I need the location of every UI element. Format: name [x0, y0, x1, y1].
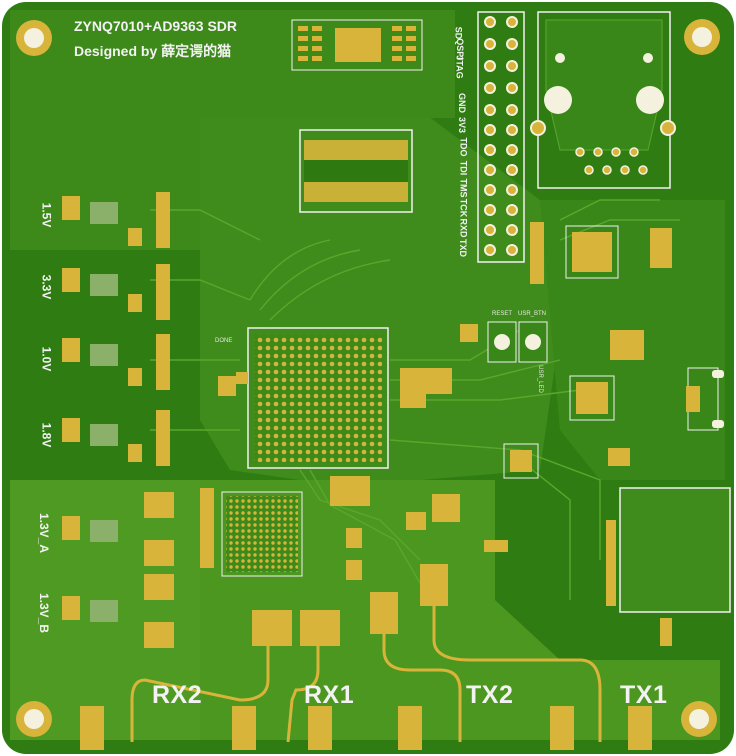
qspi-flash — [291, 19, 423, 71]
power-regulators — [62, 196, 174, 648]
passive-columns — [128, 192, 672, 568]
pin-3v3: 3V3 — [457, 116, 468, 134]
clock-qfn — [503, 443, 539, 479]
rail-label-1v0: 1.0V — [39, 346, 54, 372]
pin-gnd: GND — [457, 93, 467, 113]
pin-rxd: RXD — [458, 218, 469, 238]
usr-led-label: USR_LED — [536, 365, 543, 393]
rail-label-1v5: 1.5V — [39, 202, 54, 228]
micro-usb-connector — [686, 367, 724, 431]
user-button-label: USR_BTN — [518, 311, 547, 317]
pin-tdo: TDO — [458, 137, 469, 157]
pin-tck: TCK — [458, 198, 469, 218]
usb-phy-qfn — [569, 375, 615, 421]
rf-traces — [130, 590, 602, 743]
push-buttons — [487, 321, 548, 363]
label-jtag: JTAG — [454, 55, 465, 79]
designer-credit: Designed by 薛定谔的猫 — [74, 43, 232, 59]
rail-label-3v3: 3.3V — [39, 274, 54, 300]
rail-label-1v3a: 1.3V_A — [37, 512, 52, 554]
eth-phy-qfn — [565, 225, 619, 279]
board-title: ZYNQ7010+AD9363 SDR — [74, 18, 238, 34]
ad9363-bga — [221, 491, 303, 577]
rail-label-1v8: 1.8V — [39, 422, 54, 448]
misc-pads — [218, 324, 644, 580]
sd-card-slot — [606, 487, 731, 646]
rj45-connector — [530, 11, 676, 189]
rf-port-tx2: TX2 — [466, 681, 514, 709]
rf-port-rx2: RX2 — [152, 681, 203, 709]
rf-port-rx1: RX1 — [304, 681, 355, 709]
board-connector — [299, 129, 413, 213]
pin-txd: TXD — [458, 239, 468, 257]
zynq-bga — [247, 327, 389, 469]
rf-port-tx1: TX1 — [620, 681, 668, 709]
jtag-header-outline — [477, 11, 525, 263]
pin-tdi: TDI — [458, 160, 469, 176]
reset-button-label: RESET — [492, 311, 513, 317]
copper-pour-bottom — [200, 480, 720, 740]
done-led-label: DONE — [215, 338, 233, 344]
pcb-traces — [150, 199, 680, 601]
pin-tms: TMS — [458, 178, 469, 198]
rail-label-1v3b: 1.3V_B — [37, 592, 52, 634]
rf-connectors — [80, 564, 652, 750]
mounting-holes — [16, 19, 720, 737]
